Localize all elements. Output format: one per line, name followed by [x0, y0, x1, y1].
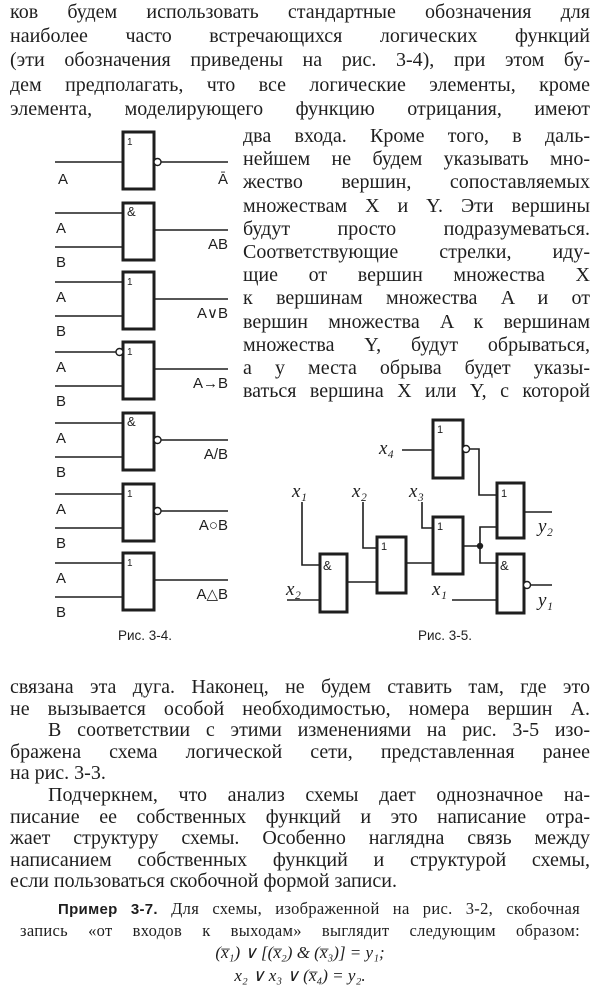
output-label: A△B — [196, 586, 228, 603]
logic-gate — [121, 201, 156, 262]
text-line: не вызывается особой необходимостью, ном… — [10, 697, 590, 720]
text-line: множествам X и Y. Эти вершины — [243, 194, 590, 217]
gate-symbol: 1 — [381, 541, 387, 553]
text-line: элемента, моделирующего функцию отрицани… — [10, 97, 590, 120]
input-label: B — [56, 604, 66, 621]
text-line: будут просто подразумеваться. — [243, 217, 590, 240]
top-paragraph: ков будем использовать стандартные обозн… — [10, 0, 590, 121]
formula-1: (x̅₁) ∨ [(x̅₂) & (x̅₃)] = y₁; — [215, 943, 385, 962]
text-line: бражена схема логической сети, представл… — [10, 740, 590, 763]
label-x2: x₂ — [285, 579, 301, 600]
negation-bubble — [153, 435, 162, 445]
gate-symbol: & — [323, 558, 332, 573]
input-label: A — [58, 171, 68, 188]
formula-2: x₂ ∨ x₃ ∨ (x̅₄) = y₂. — [234, 966, 366, 985]
text-line: написанием собственных функций и структу… — [10, 848, 590, 871]
text-line: Подчеркнем, что анализ схемы дает однозн… — [48, 783, 590, 806]
text-line: множества Y, будут обрываться, — [243, 333, 590, 356]
label-x1: x₁ — [291, 481, 307, 502]
input-label: B — [56, 535, 66, 552]
gate-or-2 — [431, 515, 465, 576]
bottom-paragraphs: связана эта дуга. Наконец, не будем став… — [10, 676, 590, 893]
gate-symbol: 1 — [437, 424, 443, 436]
label-y2: y₂ — [536, 516, 553, 537]
negation-bubble — [522, 580, 532, 590]
negation-bubble — [153, 506, 162, 516]
gate-symbol: 1 — [127, 489, 133, 500]
text-line: Соответствующие стрелки, иду- — [243, 240, 590, 263]
text-line: писание ее собственных функций и это нап… — [10, 805, 590, 828]
text-line: В соответствии с этими изменениями на ри… — [48, 719, 590, 742]
label-x1: x₁ — [431, 579, 447, 600]
logic-gate — [121, 551, 156, 612]
text-line: дем предполагать, что все логические эле… — [10, 73, 590, 96]
example-text: Для схемы, изображенной на рис. 3-2, ско… — [171, 899, 580, 918]
input-label: A — [56, 570, 66, 587]
text-line: жество вершин, сопоставляемых — [243, 171, 590, 194]
gate-or-y2 — [495, 481, 526, 540]
gate-symbol: 1 — [127, 347, 133, 358]
negation-bubble — [461, 444, 471, 454]
input-label: A — [56, 501, 66, 518]
input-label: B — [56, 254, 66, 271]
output-label: A○B — [199, 517, 228, 534]
right-column-paragraph: два входа. Кроме того, в даль- нейшем не… — [243, 125, 590, 403]
logic-gate — [121, 270, 156, 331]
gate-symbol: 1 — [437, 521, 443, 533]
negation-bubble — [115, 347, 124, 357]
input-label: B — [56, 393, 66, 410]
text-line: если пользоваться скобочной формой запис… — [10, 870, 397, 893]
text-line: к вершинам множества A и от — [243, 287, 590, 310]
text-line: вершин множества A к вершинам — [243, 310, 590, 333]
text-line: щие от вершин множества X — [243, 264, 590, 287]
input-label: B — [56, 464, 66, 481]
output-label: A∨B — [197, 305, 228, 322]
text-line: два входа. Кроме того, в даль- — [243, 125, 590, 147]
input-label: A — [56, 430, 66, 447]
figure-3-5-caption: Рис. 3-5. — [418, 628, 473, 643]
input-label: A — [56, 359, 66, 376]
gate-symbol: & — [500, 558, 509, 573]
figure-3-5: 1 & 1 1 1 & x₄ x₁ x₂ x₃ x₂ x₁ y₂ y₁ — [285, 418, 553, 615]
gate-symbol: 1 — [501, 488, 507, 500]
logic-gate — [121, 340, 156, 401]
gate-symbol: 1 — [127, 558, 133, 569]
text-line: а у места обрыва будет указы- — [243, 356, 590, 379]
text-line: связана эта дуга. Наконец, не будем став… — [10, 676, 590, 698]
text-line: нейшем не будем указывать мно- — [243, 148, 590, 171]
text-line: наиболее часто встречающихся логических … — [10, 25, 590, 48]
gate-symbol: & — [127, 204, 136, 219]
example-line: Пример 3-7. Для схемы, изображенной на р… — [20, 898, 580, 920]
gate-and-1 — [318, 552, 349, 614]
input-label: B — [56, 323, 66, 340]
output-label: Ā — [218, 171, 228, 188]
example-3-7: Пример 3-7. Для схемы, изображенной на р… — [20, 898, 580, 942]
label-x3: x₃ — [408, 481, 424, 502]
input-label: A — [56, 289, 66, 306]
label-x4: x₄ — [378, 438, 394, 459]
text-line: жает структуру схемы. Особенно наглядна … — [10, 827, 590, 850]
figure-3-4-caption: Рис. 3-4. — [118, 628, 173, 643]
output-label: A→B — [193, 375, 228, 392]
text-line: (эти обозначения приведены на рис. 3-4),… — [10, 49, 590, 72]
gate-or-1 — [375, 535, 408, 595]
label-y1: y₁ — [536, 590, 553, 611]
negation-bubble — [153, 157, 162, 167]
junction-dot — [476, 542, 484, 550]
gate-symbol: 1 — [127, 277, 133, 288]
text-line: на рис. 3-3. — [10, 762, 106, 785]
input-label: A — [56, 220, 66, 237]
example-title: Пример 3-7. — [58, 901, 158, 918]
text-line: ков будем использовать стандартные обозн… — [10, 1, 590, 23]
text-line: ваться вершина X или Y, с которой — [243, 380, 590, 403]
label-x2: x₂ — [351, 481, 367, 502]
gate-symbol: 1 — [127, 137, 133, 148]
example-line: запись «от входов к выходам» выглядит сл… — [20, 921, 580, 940]
output-label: AB — [208, 236, 228, 253]
output-label: A/B — [204, 446, 228, 463]
gate-symbol: & — [127, 414, 136, 429]
